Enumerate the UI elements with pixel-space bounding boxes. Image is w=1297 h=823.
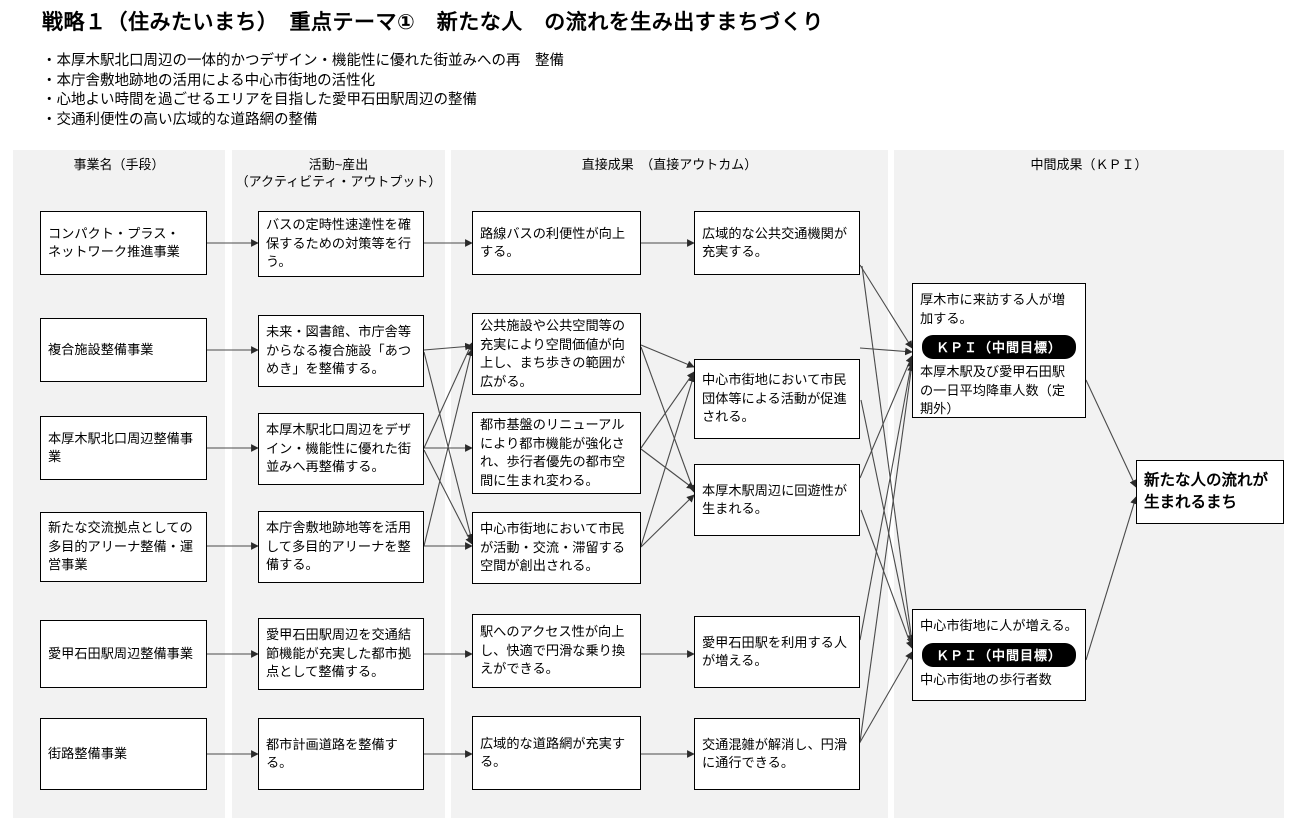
node-label: 新たな人の流れが 生まれるまち (1144, 472, 1269, 511)
node-label: 未来・図書館、市庁舎等 からなる複合施設「あつ めき」を整備する。 (266, 324, 412, 377)
node-label: 路線バスの利便性が向上 する。 (480, 225, 626, 260)
node-kpi-1[interactable]: 厚木市に来訪する人が増 加する。 ＫＰＩ（中間目標） 本厚木駅及び愛甲石田駅 の… (912, 283, 1086, 418)
header-bullet-list: ・本厚木駅北口周辺の一体的かつデザイン・機能性に優れた街並みへの再 整備 ・本庁… (42, 52, 564, 130)
node-label: 中心市街地において市民 団体等による活動が促進 される。 (702, 372, 847, 425)
node-label: 広域的な公共交通機関が 充実する。 (702, 225, 848, 260)
node-label: 愛甲石田駅周辺を交通結 節機能が充実した都市拠 点として整備する。 (266, 627, 412, 680)
node-outcome2-5[interactable]: 交通混雑が解消し、円滑 に通行できる。 (694, 718, 860, 790)
node-label: 愛甲石田駅を利用する人 が増える。 (702, 634, 848, 669)
node-label: 本厚木駅北口周辺をデザ イン・機能性に優れた街 並みへ再整備する。 (266, 422, 412, 475)
node-label: 都市基盤のリニューアル により都市機能が強化さ れ、歩行者優先の都市空 間に生ま… (480, 417, 626, 488)
node-label: 本厚木駅周辺に回遊性が 生まれる。 (702, 482, 848, 517)
column-title-means: 事業名（手段） (73, 157, 165, 172)
node-outcome-5[interactable]: 駅へのアクセス性が向上 し、快適で円滑な乗り換 えができる。 (472, 614, 641, 688)
node-label: 広域的な道路網が充実す る。 (480, 735, 626, 770)
node-label: 交通混雑が解消し、円滑 に通行できる。 (702, 736, 848, 771)
kpi-badge: ＫＰＩ（中間目標） (922, 642, 1076, 667)
column-title-kpi: 中間成果（ＫＰＩ） (1030, 157, 1148, 172)
node-means-6[interactable]: 街路整備事業 (40, 718, 207, 790)
node-label: 中心市街地において市民 が活動・交流・滞留する 空間が創出される。 (480, 521, 626, 574)
node-means-2[interactable]: 複合施設整備事業 (40, 318, 207, 382)
kpi-indicator: 中心市街地の歩行者数 (920, 671, 1052, 687)
node-outcome-1[interactable]: 路線バスの利便性が向上 する。 (472, 211, 641, 275)
node-outcome-3[interactable]: 都市基盤のリニューアル により都市機能が強化さ れ、歩行者優先の都市空 間に生ま… (472, 412, 641, 494)
node-label: 本庁舎敷地跡地等を活用 して多目的アリーナを整 備する。 (266, 520, 412, 573)
kpi-badge: ＫＰＩ（中間目標） (922, 335, 1076, 359)
bullet-item-1: ・本厚木駅北口周辺の一体的かつデザイン・機能性に優れた街並みへの再 整備 (42, 53, 564, 69)
node-activity-6[interactable]: 都市計画道路を整備する。 (258, 718, 424, 790)
node-outcome2-4[interactable]: 愛甲石田駅を利用する人 が増える。 (694, 616, 860, 688)
node-label: 複合施設整備事業 (48, 341, 154, 357)
node-label: コンパクト・プラス・ ネットワーク推進事業 (48, 225, 180, 260)
node-goal[interactable]: 新たな人の流れが 生まれるまち (1136, 460, 1284, 524)
node-label: バスの定時性速達性を確 保するための対策等を行 う。 (266, 217, 412, 270)
node-activity-5[interactable]: 愛甲石田駅周辺を交通結 節機能が充実した都市拠 点として整備する。 (258, 618, 424, 690)
node-outcome2-2[interactable]: 中心市街地において市民 団体等による活動が促進 される。 (694, 359, 860, 439)
node-activity-2[interactable]: 未来・図書館、市庁舎等 からなる複合施設「あつ めき」を整備する。 (258, 315, 424, 387)
node-activity-1[interactable]: バスの定時性速達性を確 保するための対策等を行 う。 (258, 211, 424, 277)
bullet-item-2: ・本庁舎敷地跡地の活用による中心市街地の活性化 (42, 72, 376, 89)
page-title: 戦略１（住みたいまち） 重点テーマ① 新たな人 の流れを生み出すまちづくり (42, 11, 824, 34)
node-outcome2-3[interactable]: 本厚木駅周辺に回遊性が 生まれる。 (694, 464, 860, 536)
node-label: 都市計画道路を整備する。 (266, 736, 398, 771)
node-activity-3[interactable]: 本厚木駅北口周辺をデザ イン・機能性に優れた街 並みへ再整備する。 (258, 413, 424, 485)
node-activity-4[interactable]: 本庁舎敷地跡地等を活用 して多目的アリーナを整 備する。 (258, 511, 424, 583)
node-means-3[interactable]: 本厚木駅北口周辺整備事 業 (40, 416, 207, 480)
node-means-1[interactable]: コンパクト・プラス・ ネットワーク推進事業 (40, 211, 207, 275)
kpi-headline: 厚木市に来訪する人が増 加する。 (920, 292, 1066, 326)
node-outcome2-1[interactable]: 広域的な公共交通機関が 充実する。 (694, 211, 860, 275)
node-outcome-4[interactable]: 中心市街地において市民 が活動・交流・滞留する 空間が創出される。 (472, 512, 641, 584)
node-label: 本厚木駅北口周辺整備事 業 (48, 430, 194, 465)
kpi-indicator: 本厚木駅及び愛甲石田駅 の一日平均降車人数（定 期外） (920, 364, 1066, 416)
column-title-outcome: 直接成果 （直接アウトカム） (581, 157, 758, 172)
column-title-activity: 活動~産出 （アクティビティ・アウトプット） (235, 157, 442, 189)
node-outcome-2[interactable]: 公共施設や公共空間等の 充実により空間価値が向 上し、まち歩きの範囲が 広がる。 (472, 313, 641, 395)
node-label: 駅へのアクセス性が向上 し、快適で円滑な乗り換 えができる。 (480, 624, 626, 677)
node-label: 公共施設や公共空間等の 充実により空間価値が向 上し、まち歩きの範囲が 広がる。 (480, 318, 626, 389)
node-means-5[interactable]: 愛甲石田駅周辺整備事業 (40, 620, 207, 688)
node-label: 愛甲石田駅周辺整備事業 (48, 645, 194, 661)
node-kpi-2[interactable]: 中心市街地に人が増える。 ＫＰＩ（中間目標） 中心市街地の歩行者数 (912, 609, 1086, 701)
bullet-item-4: ・交通利便性の高い広域的な道路網の整備 (42, 111, 318, 128)
kpi-headline: 中心市街地に人が増える。 (920, 618, 1078, 633)
node-outcome-6[interactable]: 広域的な道路網が充実す る。 (472, 716, 641, 790)
node-label: 新たな交流拠点としての 多目的アリーナ整備・運 営事業 (48, 520, 194, 573)
node-means-4[interactable]: 新たな交流拠点としての 多目的アリーナ整備・運 営事業 (40, 512, 207, 582)
bullet-item-3: ・心地よい時間を過ごせるエリアを目指した愛甲石田駅周辺の整備 (42, 92, 477, 108)
node-label: 街路整備事業 (48, 745, 128, 761)
